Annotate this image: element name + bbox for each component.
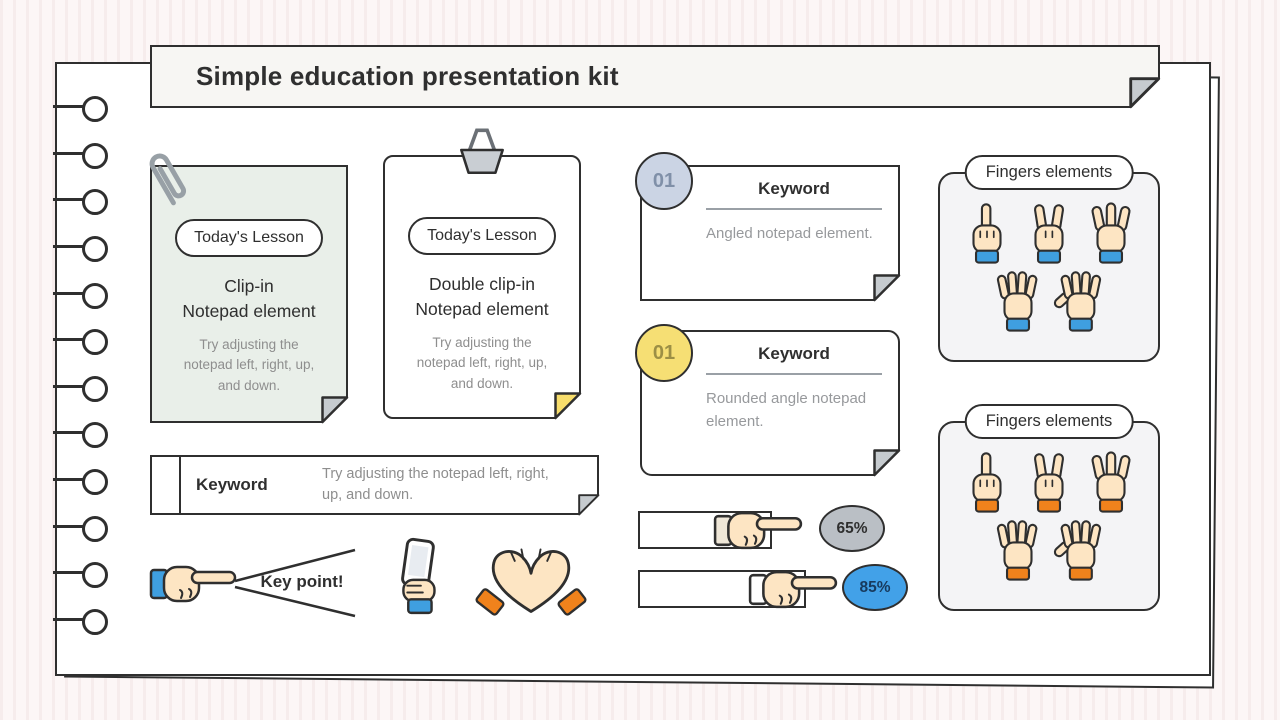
key-point-callout-lines <box>234 548 356 618</box>
fold-corner-icon <box>1129 77 1161 109</box>
keyword-banner[interactable]: Keyword Try adjusting the notepad left, … <box>150 455 599 515</box>
title-bar[interactable]: Simple education presentation kit <box>150 45 1160 108</box>
hand-two-fingers-icon <box>1022 200 1076 266</box>
hand-two-fingers-icon <box>1022 449 1076 515</box>
notepad-clip-in[interactable]: Today's Lesson Clip-in Notepad element T… <box>150 165 348 423</box>
binder-ring-icon <box>53 329 108 356</box>
notepad-rounded[interactable]: 01 Keyword Rounded angle notepad element… <box>635 324 901 477</box>
binder-ring-icon <box>53 515 108 542</box>
hand-five-fingers-icon <box>1053 268 1107 334</box>
fingers-elements-box-orange[interactable]: Fingers elements <box>938 404 1160 611</box>
notepad-heading: Clip-in Notepad element <box>182 276 316 321</box>
binder-ring-icon <box>53 562 108 589</box>
notepad-body-text: Angled notepad element. <box>706 225 873 242</box>
spiral-binding <box>53 96 108 635</box>
notepad-body-text: Rounded angle notepad element. <box>706 390 867 430</box>
binder-ring-icon <box>53 282 108 309</box>
fold-corner-icon <box>578 494 600 516</box>
binder-ring-icon <box>53 96 108 122</box>
fold-corner-icon <box>554 392 582 420</box>
hand-four-fingers-icon <box>991 517 1045 583</box>
notepad-body-text: Try adjusting the notepad left, right, u… <box>416 335 548 391</box>
pointing-hand-icon <box>713 507 803 554</box>
phone-hand-icon[interactable] <box>384 537 450 615</box>
hand-four-fingers-icon <box>991 268 1045 334</box>
hand-three-fingers-icon <box>1084 449 1138 515</box>
notepad-double-clip-in[interactable]: Today's Lesson Double clip-in Notepad el… <box>383 155 581 419</box>
hand-three-fingers-icon <box>1084 200 1138 266</box>
banner-keyword-label: Keyword <box>196 475 268 494</box>
binder-ring-icon <box>53 189 108 216</box>
binder-clip-icon <box>451 125 513 175</box>
number-badge[interactable]: 01 <box>635 152 693 210</box>
binder-ring-icon <box>53 608 108 635</box>
todays-lesson-pill[interactable]: Today's Lesson <box>175 219 323 257</box>
percent-badge-65[interactable]: 65% <box>819 505 885 552</box>
number-badge[interactable]: 01 <box>635 324 693 382</box>
notepad-heading: Keyword <box>706 179 882 210</box>
key-point-label: Key point! <box>260 572 344 591</box>
page-title: Simple education presentation kit <box>196 61 619 91</box>
binder-ring-icon <box>53 375 108 402</box>
binder-ring-icon <box>53 469 108 495</box>
binder-ring-icon <box>53 422 108 449</box>
binder-ring-icon <box>53 142 108 169</box>
pointing-hand-icon[interactable] <box>149 561 237 607</box>
binder-ring-icon <box>53 235 108 262</box>
fingers-box-label: Fingers elements <box>964 404 1134 439</box>
fold-corner-icon <box>873 274 901 302</box>
percent-badge-85[interactable]: 85% <box>842 564 908 611</box>
heart-hands-icon[interactable] <box>468 539 594 621</box>
fingers-box-label: Fingers elements <box>964 155 1134 190</box>
pointing-hand-icon <box>748 566 838 613</box>
fingers-elements-box-blue[interactable]: Fingers elements <box>938 155 1160 362</box>
hand-one-finger-icon <box>960 449 1014 515</box>
notepad-body-text: Try adjusting the notepad left, right, u… <box>183 337 315 393</box>
notepad-heading: Keyword <box>706 344 882 375</box>
fold-corner-icon <box>321 396 349 424</box>
todays-lesson-pill[interactable]: Today's Lesson <box>408 217 556 255</box>
hand-five-fingers-icon <box>1053 517 1107 583</box>
banner-body-text: Try adjusting the notepad left, right, u… <box>322 465 549 503</box>
notepad-heading: Double clip-in Notepad element <box>415 274 549 319</box>
notepad-angled[interactable]: 01 Keyword Angled notepad element. <box>635 152 901 302</box>
fold-corner-icon <box>873 449 901 477</box>
hand-one-finger-icon <box>960 200 1014 266</box>
banner-divider <box>179 457 181 513</box>
